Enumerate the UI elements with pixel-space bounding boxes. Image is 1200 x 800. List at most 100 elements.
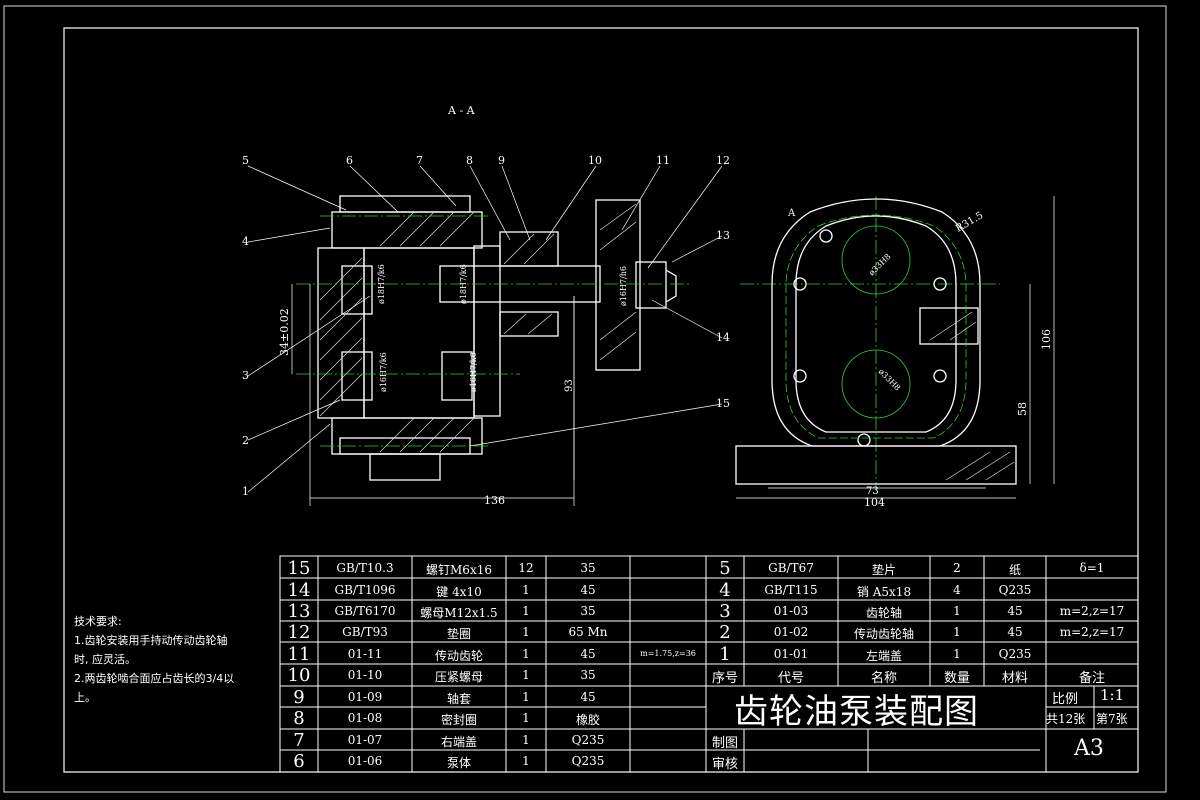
bom-name: 泵体: [446, 756, 471, 770]
bom-no: 5: [719, 558, 731, 579]
bom-no: 3: [719, 601, 731, 622]
bom-material: Q235: [998, 583, 1032, 597]
bom-material: Q235: [571, 733, 605, 747]
bom-material: Q235: [998, 647, 1032, 661]
balloon-9: 9: [498, 154, 505, 167]
scale-label: 比例: [1052, 692, 1079, 707]
bom-no: 14: [287, 580, 311, 601]
bom-no: 15: [287, 558, 311, 579]
dim-16a: ø16H7/h6: [619, 266, 628, 306]
dim-58: 58: [1016, 402, 1029, 416]
balloon-10: 10: [588, 154, 602, 167]
bom-code: GB/T10.3: [336, 561, 394, 575]
balloon-14: 14: [716, 331, 730, 344]
bom-qty: 1: [522, 647, 530, 661]
bom-name: 轴套: [446, 692, 471, 706]
balloon-11: 11: [656, 154, 670, 167]
bom-qty: 1: [953, 647, 961, 661]
bom-qty: 1: [522, 711, 530, 725]
section-hatching: [319, 203, 637, 453]
bom-code: 01-06: [347, 754, 383, 768]
bom-material: 纸: [1008, 563, 1021, 577]
dim-73: 73: [866, 486, 879, 497]
bom-qty: 12: [518, 561, 534, 575]
bom-code: GB/T67: [768, 561, 814, 575]
centerlines: [296, 196, 1000, 490]
bom-material: 45: [580, 690, 596, 704]
bom-material: Q235: [571, 754, 605, 768]
bom-material: 45: [1007, 625, 1023, 639]
notes-line-4: 上。: [74, 691, 96, 704]
bom-name: 传动齿轮: [434, 649, 483, 663]
section-label: A - A: [447, 104, 476, 117]
bom-name: 左端盖: [865, 649, 902, 663]
bom-material: 45: [1007, 604, 1023, 618]
bom-no: 9: [293, 687, 305, 708]
bom-name: 销 A5x18: [856, 585, 912, 599]
balloon-15: 15: [716, 397, 730, 410]
dim-34: 34±0.02: [278, 308, 291, 356]
bom-name: 齿轮轴: [865, 606, 902, 620]
bom-no: 7: [293, 730, 305, 751]
balloon-13: 13: [716, 229, 730, 242]
bom-header-material: 材料: [1001, 671, 1028, 686]
technical-notes: 技术要求: 1.齿轮安装用手持动传动齿轮轴 时, 应灵活。 2.两齿轮啮合面应占…: [74, 612, 274, 707]
bom-qty: 1: [953, 604, 961, 618]
bom-qty: 1: [522, 690, 530, 704]
side-view-circles: [785, 214, 967, 439]
bom-qty: 1: [953, 625, 961, 639]
checked-label: 审核: [712, 757, 739, 772]
bom-code: 01-11: [347, 647, 383, 661]
drawn-label: 制图: [712, 736, 739, 751]
bom-no: 6: [293, 751, 305, 772]
bom-note: δ=1: [1079, 561, 1105, 575]
notes-line-2: 时, 应灵活。: [74, 653, 136, 666]
bom-qty: 1: [522, 754, 530, 768]
bom-no: 11: [287, 644, 311, 665]
bom-code: 01-01: [773, 647, 809, 661]
bom-code: 01-07: [347, 733, 383, 747]
bom-no: 1: [719, 644, 731, 665]
bom-qty: 1: [522, 733, 530, 747]
bom-note: m=2,z=17: [1059, 625, 1125, 639]
bom-code: GB/T115: [764, 583, 818, 597]
bom-material: 35: [580, 668, 596, 682]
bom-name: 密封圈: [440, 713, 477, 727]
dim-93: 93: [564, 379, 575, 392]
balloon-12: 12: [716, 154, 730, 167]
bom-material: 65 Mn: [568, 625, 608, 639]
bom-code: 01-02: [773, 625, 809, 639]
dim-18a: ø18H7/k6: [377, 264, 386, 304]
bom-no: 2: [719, 622, 731, 643]
bom-name: 垫圈: [446, 627, 471, 641]
notes-line-3: 2.两齿轮啮合面应占齿长的3/4以: [74, 672, 235, 685]
dim-33a: ø33H8: [867, 252, 893, 278]
bom-qty: 4: [953, 583, 961, 597]
bom-material: 35: [580, 604, 596, 618]
bom-note: m=1.75,z=36: [640, 649, 696, 658]
bom-name: 键 4x10: [436, 585, 482, 599]
bom-qty: 2: [953, 561, 961, 575]
bom-name: 右端盖: [440, 735, 477, 749]
balloon-6: 6: [346, 154, 353, 167]
bom-code: 01-10: [347, 668, 383, 682]
balloon-7: 7: [416, 154, 423, 167]
side-view-hatching: [929, 311, 1015, 481]
bom-header-no: 序号: [711, 671, 738, 686]
bom-name: 垫片: [871, 563, 896, 577]
balloon-3: 3: [242, 369, 249, 382]
bom-code: 01-08: [347, 711, 383, 725]
bom-no: 13: [287, 601, 311, 622]
side-view: [735, 198, 1017, 485]
dim-104: 104: [864, 496, 885, 509]
bom-qty: 1: [522, 583, 530, 597]
bom-material: 45: [580, 647, 596, 661]
bom-name: 压紧螺母: [434, 670, 483, 684]
scale-value: 1:1: [1100, 686, 1125, 704]
bom-grid: [279, 555, 1139, 773]
leader-lines: [247, 165, 723, 493]
bom-no: 4: [719, 580, 731, 601]
dim-106: 106: [1040, 329, 1053, 350]
dim-r31: R31.5: [954, 210, 985, 234]
sheet-number: 第7张: [1096, 712, 1128, 726]
